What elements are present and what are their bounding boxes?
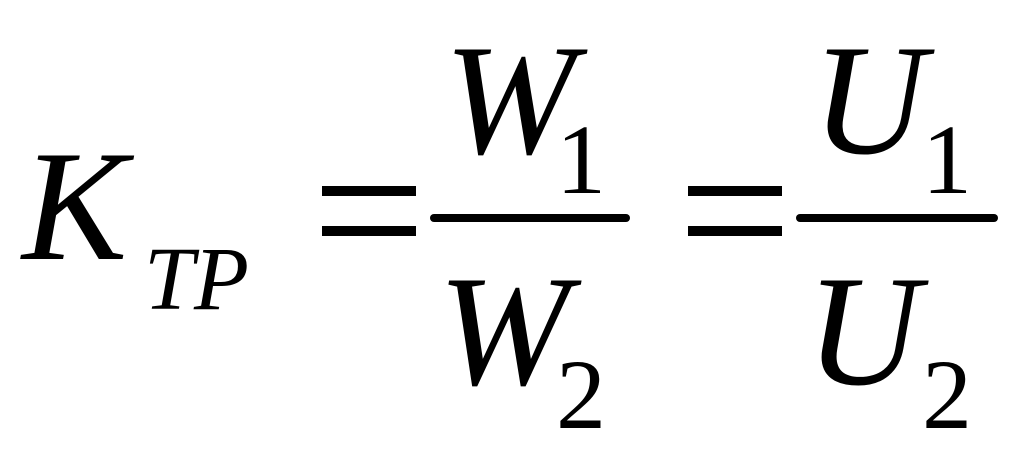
fraction-2-numerator-symbol: U [812,13,927,188]
fraction-2-bar [796,214,998,222]
fraction-1-denominator-subscript: 2 [556,339,606,450]
lhs-subscript: ТР [144,230,250,329]
equals-sign-1-top-bar [322,186,416,196]
fraction-1-denominator-symbol: W [438,244,570,419]
fraction-2-numerator-subscript: 1 [922,104,972,215]
equals-sign-2-top-bar [688,186,782,196]
equals-sign-2-bottom-bar [688,226,782,236]
lhs-symbol: K [22,119,128,294]
fraction-1-numerator-symbol: W [444,13,576,188]
fraction-2-denominator-subscript: 2 [922,339,972,450]
fraction-2-denominator-symbol: U [806,244,921,419]
equals-sign-1-bottom-bar [322,226,416,236]
fraction-1-bar [430,214,630,222]
fraction-1-numerator-subscript: 1 [556,104,606,215]
